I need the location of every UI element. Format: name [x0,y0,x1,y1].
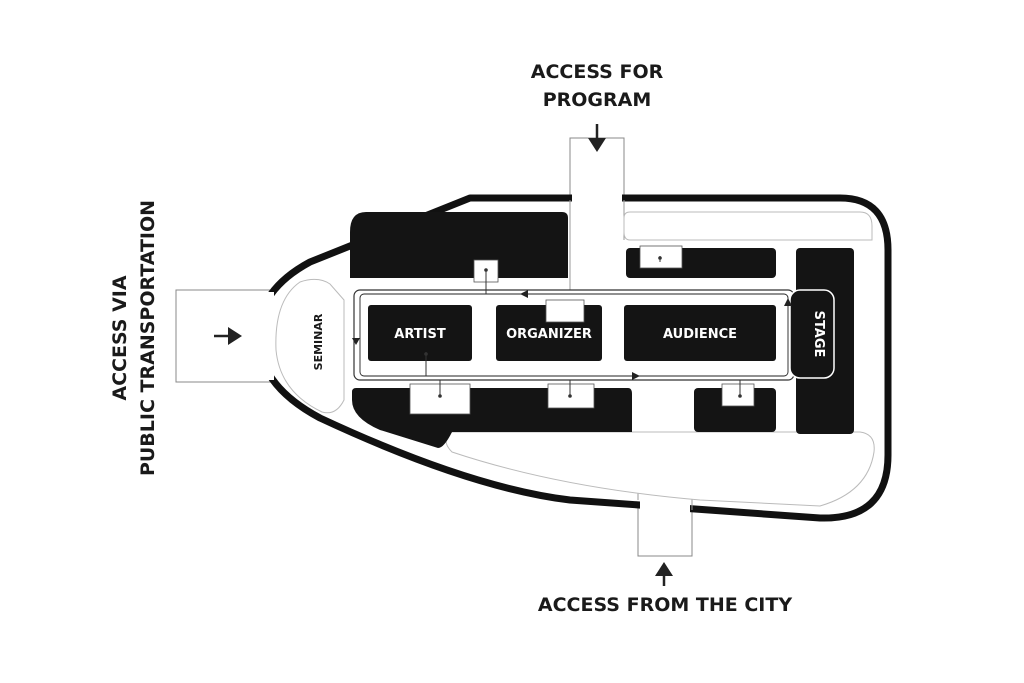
access-program-label-line1: ACCESS FOR [531,61,664,83]
loop-arrow-right-icon [632,372,640,380]
lower-right-block [694,388,776,432]
organizer-label: ORGANIZER [506,327,592,342]
stage-front [789,289,835,379]
artist-label: ARTIST [394,327,446,342]
program-entrance-gap [572,192,622,206]
connector-lines [424,256,742,398]
circulation-loop [359,293,789,377]
upper-left-block [350,212,568,278]
audience-label: AUDIENCE [663,327,737,342]
lower-lane [445,431,875,507]
seminar-zone [275,278,345,414]
access-program-label-line2: PROGRAM [543,89,652,111]
upper-right-lane [623,211,873,241]
loop-arrow-up-icon [784,298,792,306]
access-transport-label-line1: ACCESS VIA [109,275,131,400]
transport-entrance-gap [250,292,274,380]
loop-arrow-down-icon [352,338,360,345]
seminar-label: SEMINAR [312,313,325,370]
notch [545,299,585,323]
loop-arrow-left-icon [520,290,528,298]
audience-block [624,305,776,361]
notch [721,383,755,407]
program-arrow-icon [588,124,606,152]
artist-block [368,305,472,361]
stage-label: STAGE [811,311,826,358]
access-city-label: ACCESS FROM THE CITY [538,594,792,616]
transport-arrow-icon [214,327,242,345]
city-arrow-icon [655,562,673,586]
access-transport-label-line2: PUBLIC TRANSPORTATION [137,200,159,476]
